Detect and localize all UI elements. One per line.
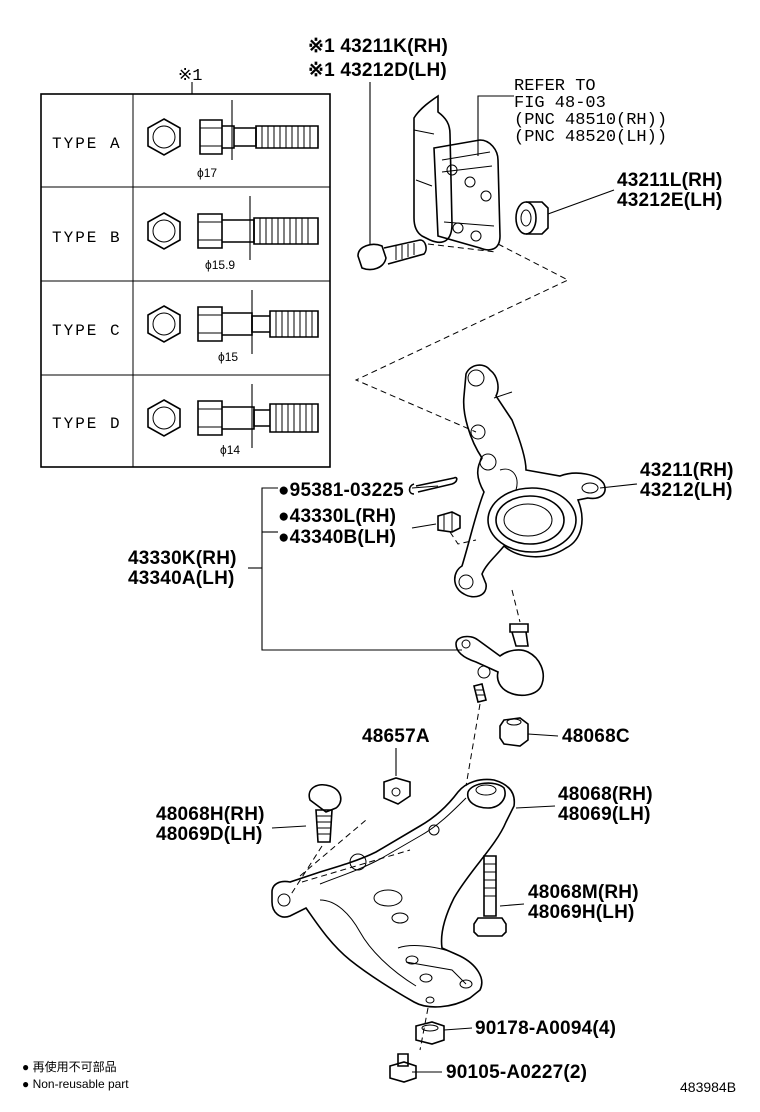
leader-refer — [477, 95, 514, 156]
label-43212d-lh: ※1 43212D(LH) — [308, 60, 447, 81]
label-43330l-rh: ●43330L(RH) — [278, 506, 396, 527]
leader-ball-joint-group — [261, 487, 462, 651]
type-b-label: TYPE B — [52, 229, 122, 247]
dashed-strut-to-knuckle — [354, 243, 570, 433]
type-b-bolt-icon: ϕ15.9 — [147, 196, 319, 272]
lower-arm-drawing — [271, 778, 516, 1008]
label-48068c: 48068C — [562, 726, 630, 747]
dashed-arm-to-nut — [419, 1007, 429, 1051]
knuckle-bolt-drawing — [357, 239, 427, 271]
label-43212e-lh: 43212E(LH) — [617, 190, 723, 211]
flange-nut-drawing — [515, 201, 549, 235]
type-c-diameter: ϕ15 — [218, 350, 238, 364]
label-43211l-rh: 43211L(RH) — [617, 170, 723, 191]
label-refer-pnc-lh: (PNC 48520(LH)) — [514, 128, 667, 147]
type-d-diameter: ϕ14 — [220, 443, 240, 457]
cotter-pin-drawing — [408, 476, 458, 495]
label-48069h-lh: 48069H(LH) — [528, 902, 635, 923]
label-48069-lh: 48069(LH) — [558, 804, 651, 825]
label-48068m-rh: 48068M(RH) — [528, 882, 639, 903]
label-48068-rh: 48068(RH) — [558, 784, 653, 805]
label-43211-rh: 43211(RH) — [640, 460, 734, 481]
label-refer-to: REFER TO — [514, 77, 596, 96]
type-a-diameter: ϕ17 — [197, 166, 217, 180]
type-a-label: TYPE A — [52, 135, 122, 153]
label-43340b-lh: ●43340B(LH) — [278, 527, 396, 548]
label-48068h-rh: 48068H(RH) — [156, 804, 265, 825]
leader-lower-arm — [515, 805, 556, 809]
label-48069d-lh: 48069D(LH) — [156, 824, 263, 845]
label-43340a-lh: 43340A(LH) — [128, 568, 235, 589]
nut-48068c-drawing — [499, 717, 529, 747]
leader-nut — [547, 189, 615, 215]
type-c-label: TYPE C — [52, 322, 122, 340]
label-95381-03225: ●95381-03225 — [278, 480, 404, 501]
label-43211k-rh: ※1 43211K(RH) — [308, 36, 448, 57]
ball-joint-drawing — [455, 623, 544, 703]
label-90105-a0227: 90105-A0227(2) — [446, 1062, 587, 1083]
label-refer-pnc-rh: (PNC 48510(RH)) — [514, 111, 667, 130]
label-43212-lh: 43212(LH) — [640, 480, 733, 501]
bolt-90105-drawing — [389, 1053, 417, 1083]
type-b-diameter: ϕ15.9 — [205, 258, 235, 272]
strut-bracket-drawing — [413, 94, 501, 251]
type-a-bolt-icon: ϕ17 — [147, 100, 319, 180]
leader-knuckle — [599, 483, 638, 489]
legend-non-reusable-jp: ● 再使用不可部品 — [22, 1059, 117, 1074]
table-note-mark: ※1 — [178, 67, 202, 86]
dashed-arm-bolts — [299, 819, 411, 883]
label-48657a: 48657A — [362, 726, 430, 747]
figure-id: 483984B — [680, 1079, 736, 1095]
label-refer-fig: FIG 48-03 — [514, 94, 606, 113]
type-d-bolt-icon: ϕ14 — [147, 384, 319, 457]
nut-90178-drawing — [415, 1021, 445, 1045]
bolt-48068m-drawing — [473, 855, 507, 937]
castle-nut-drawing — [437, 511, 461, 533]
legend-non-reusable-en: ● Non-reusable part — [22, 1077, 129, 1091]
label-90178-a0094: 90178-A0094(4) — [475, 1018, 616, 1039]
type-d-label: TYPE D — [52, 415, 122, 433]
label-43330k-rh: 43330K(RH) — [128, 548, 237, 569]
clip-48657a-drawing — [383, 777, 411, 805]
bolt-48068h-drawing — [308, 784, 342, 843]
type-c-bolt-icon: ϕ15 — [147, 290, 319, 364]
steering-knuckle-drawing — [453, 364, 606, 598]
bolt-type-table: ※1 TYPE A TYPE B TYPE C TYPE D ϕ17 — [40, 67, 331, 468]
